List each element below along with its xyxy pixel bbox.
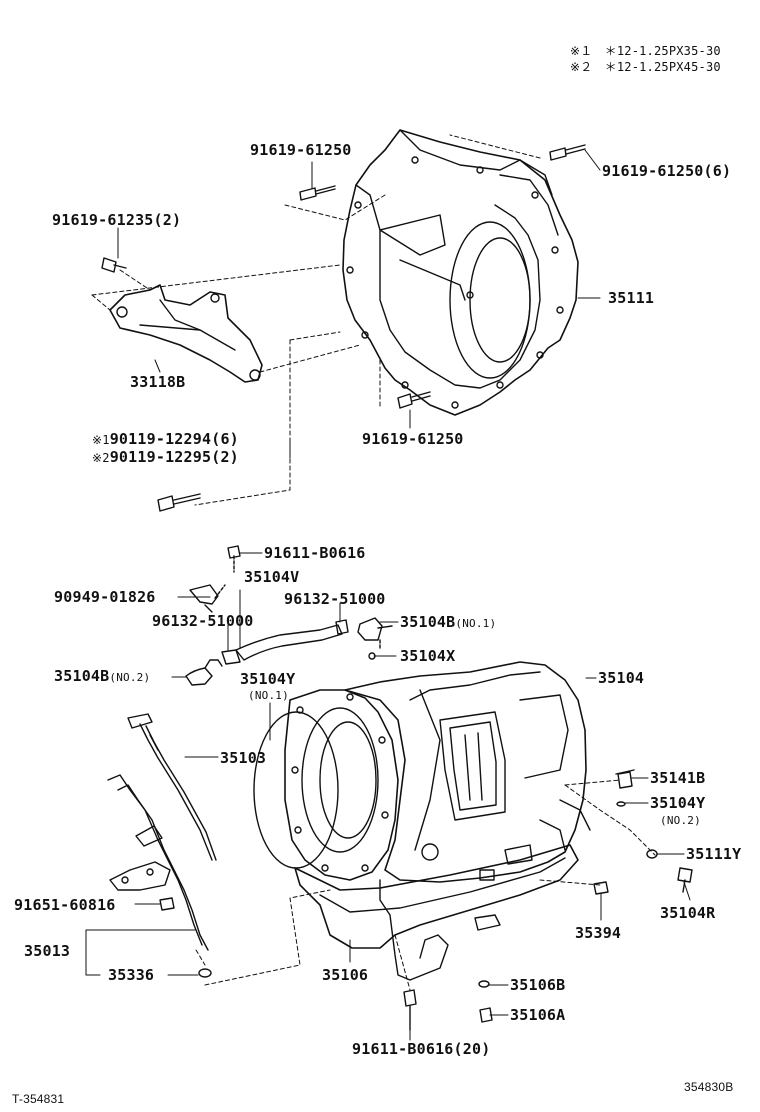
part-label-long-bolt-2[interactable]: ※290119-12295(2) (92, 448, 239, 467)
filler-tube-drawing (107, 774, 209, 951)
part-label-long-bolt-1[interactable]: ※190119-12294(6) (92, 430, 239, 449)
part-number-long-bolt-1: 90119-12294(6) (109, 430, 239, 448)
diagram-id-right: 354830B (684, 1080, 734, 1094)
part-sub-elbow-no2: (NO.2) (109, 671, 151, 684)
part-label-bolt-top[interactable]: 91619-61250 (250, 141, 352, 159)
part-label-hose[interactable]: 35104V (244, 568, 300, 586)
gasket-drawing (253, 711, 339, 869)
part-label-pan[interactable]: 35106 (322, 966, 369, 984)
upper-dashed-leaders (91, 134, 541, 506)
small-parts-drawing (159, 769, 693, 1031)
part-sub-oring-y2: (NO.2) (660, 814, 701, 827)
part-number-elbow-no2: 35104B (54, 667, 110, 685)
note-mark-2: ※2 (92, 451, 110, 465)
part-label-oring-y2[interactable]: 35104Y (650, 794, 706, 812)
part-label-bracket[interactable]: 33118B (130, 373, 186, 391)
part-label-drain-plug[interactable]: 35106A (510, 1006, 566, 1024)
part-label-oring-111y[interactable]: 35111Y (686, 845, 742, 863)
part-sub-elbow-no1: (NO.1) (455, 617, 497, 630)
oil-pan-drawing (294, 844, 579, 981)
part-label-union-bolt[interactable]: 91611-B0616 (264, 544, 366, 562)
bell-housing-drawing (342, 129, 579, 416)
part-label-clip-left[interactable]: 96132-51000 (152, 612, 254, 630)
note-2: ※２ ＊12-1.25PX45-30 (570, 60, 721, 74)
part-label-clip-right[interactable]: 96132-51000 (284, 590, 386, 608)
upper-leaders (117, 149, 601, 459)
part-sub-gasket: (NO.1) (248, 689, 289, 702)
upper-bolts (101, 144, 586, 512)
part-label-oring-x[interactable]: 35104X (400, 647, 456, 665)
part-label-magnet[interactable]: 35394 (575, 924, 622, 942)
transmission-case-drawing (284, 661, 591, 883)
bracket-drawing (109, 284, 263, 383)
part-label-dipstick[interactable]: 35103 (220, 749, 267, 767)
dipstick-drawing (127, 713, 217, 861)
note-1: ※１ ＊12-1.25PX35-30 (570, 44, 721, 58)
lower-leaders (85, 552, 691, 1041)
part-number-elbow-no1: 35104B (400, 613, 456, 631)
hose-assembly-drawing (185, 545, 393, 686)
part-label-housing[interactable]: 35111 (608, 289, 655, 307)
part-label-oring-tube[interactable]: 35336 (108, 966, 155, 984)
part-label-elbow-no2[interactable]: 35104B(NO.2) (54, 667, 150, 687)
part-label-plug[interactable]: 35141B (650, 769, 706, 787)
part-label-bolt-pan[interactable]: 91611-B0616(20) (352, 1040, 491, 1058)
part-label-tube[interactable]: 35013 (24, 942, 71, 960)
part-label-elbow-no1[interactable]: 35104B(NO.1) (400, 613, 496, 633)
part-label-gasket-pan[interactable]: 35106B (510, 976, 566, 994)
diagram-id-left: T-354831 (12, 1092, 65, 1106)
part-label-gasket[interactable]: 35104Y (240, 670, 296, 688)
part-label-clamp[interactable]: 90949-01826 (54, 588, 156, 606)
part-label-plug-r[interactable]: 35104R (660, 904, 716, 922)
lower-dashed-leaders (195, 779, 656, 991)
part-label-bolt-tube[interactable]: 91651-60816 (14, 896, 116, 914)
part-label-bolt-left[interactable]: 91619-61235(2) (52, 211, 182, 229)
part-label-bolt-top-right[interactable]: 91619-61250(6) (602, 162, 732, 180)
part-number-long-bolt-2: 90119-12295(2) (109, 448, 239, 466)
part-label-bolt-bottom[interactable]: 91619-61250 (362, 430, 464, 448)
part-label-case[interactable]: 35104 (598, 669, 645, 687)
note-mark-1: ※1 (92, 433, 110, 447)
